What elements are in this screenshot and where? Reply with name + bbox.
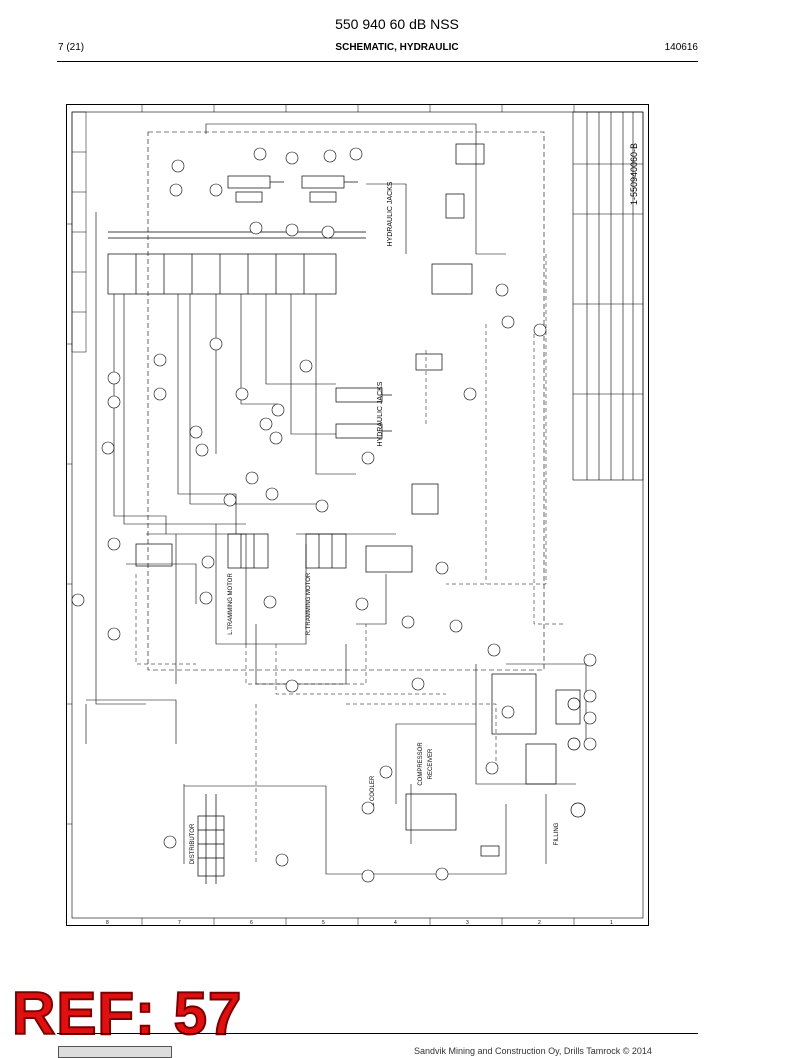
svg-text:8: 8: [106, 920, 109, 926]
distributor-label: DISTRIBUTOR: [190, 823, 196, 864]
hydraulic-jacks-mid: [335, 387, 392, 439]
drawing-number: 1-550940060-B: [629, 143, 639, 205]
compressor-label: COMPRESSOR: [418, 742, 424, 786]
filling-label: FILLING: [554, 822, 560, 845]
copyright-text: Sandvik Mining and Construction Oy, Dril…: [414, 1046, 652, 1056]
sandvik-logo: [58, 1046, 172, 1058]
svg-text:4: 4: [394, 920, 397, 926]
tramming-valves: [135, 533, 413, 573]
receiver-label: RECEIVER: [428, 748, 434, 779]
svg-text:7: 7: [178, 920, 181, 926]
document-title: 550 940 60 dB NSS: [335, 16, 459, 32]
reference-stamp: REF: 57: [11, 980, 243, 1047]
svg-text:5: 5: [322, 920, 325, 926]
svg-text:6: 6: [250, 920, 253, 926]
hydraulic-jacks-top-label: HYDRAULIC JACKS: [387, 181, 394, 246]
hydraulic-jacks-top: [227, 175, 358, 203]
svg-text:3: 3: [466, 920, 469, 926]
svg-text:1: 1: [610, 920, 613, 926]
distributor-block: [197, 794, 225, 884]
right-tramming-motor-label: R.TRAMMING MOTOR: [306, 572, 312, 635]
left-tramming-motor-label: L.TRAMMING MOTOR: [228, 573, 234, 635]
document-number: 140616: [664, 42, 698, 53]
hydraulic-jacks-mid-label: HYDRAULIC JACKS: [377, 381, 384, 446]
page-number: 7 (21): [58, 42, 85, 53]
svg-text:2: 2: [538, 920, 541, 926]
hydraulic-schematic-drawing: 1-550940060-B: [66, 104, 649, 926]
pump-group: [491, 673, 581, 785]
section-title: SCHEMATIC, HYDRAULIC: [335, 42, 459, 53]
footer-divider: [57, 1033, 698, 1034]
control-valve-block: [107, 231, 366, 295]
oil-cooler-label: OIL COOLER: [370, 775, 376, 812]
upper-right-valves: [411, 143, 485, 515]
header-divider: [57, 61, 698, 62]
compressor-receiver: [405, 793, 586, 857]
